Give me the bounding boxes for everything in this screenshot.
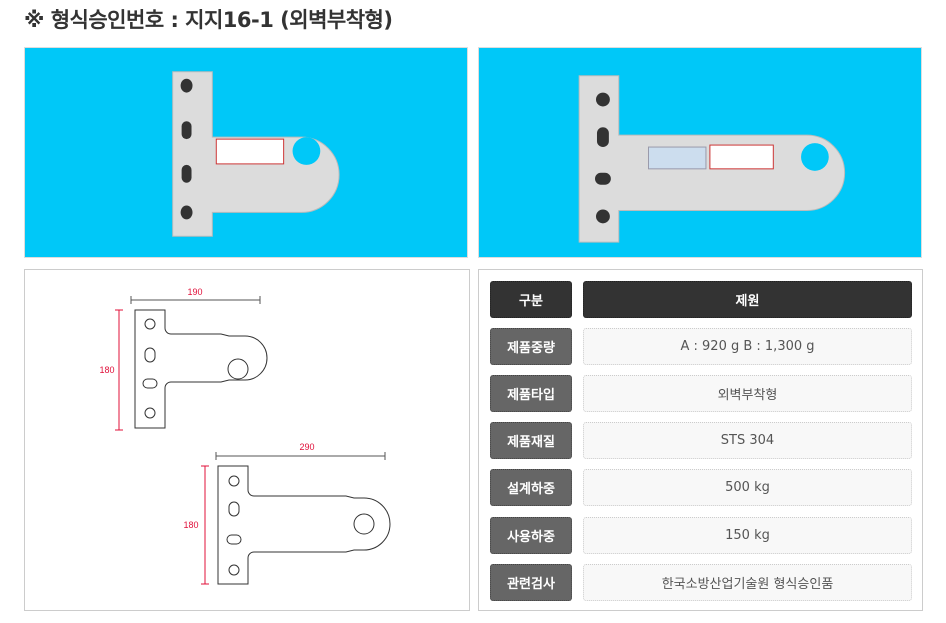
dim-a-width: 190: [187, 287, 202, 297]
spec-table: 구분 제원 제품중량 A : 920 g B : 1,300 g 제품타입 외벽부착…: [478, 269, 923, 611]
table-row: 제품타입 외벽부착형: [490, 375, 912, 412]
table-row: 제품중량 A : 920 g B : 1,300 g: [490, 328, 912, 365]
dim-b-height: 180: [183, 520, 198, 530]
row-label: 관련검사: [490, 564, 572, 601]
table-row: 사용하중 150 kg: [490, 517, 912, 554]
header-value: 제원: [583, 281, 912, 318]
row-value: 150 kg: [583, 517, 912, 554]
dimension-drawing: 190 180 290 180: [24, 269, 470, 611]
row-label: 설계하중: [490, 469, 572, 506]
row-value: 500 kg: [583, 469, 912, 506]
table-row: 제품재질 STS 304: [490, 422, 912, 459]
table-row: 설계하중 500 kg: [490, 469, 912, 506]
dim-a-height: 180: [99, 365, 114, 375]
row-value: STS 304: [583, 422, 912, 459]
dim-b-width: 290: [299, 442, 314, 452]
table-header: 구분 제원: [490, 281, 912, 318]
row-label: 제품재질: [490, 422, 572, 459]
product-photo-a: [24, 47, 468, 258]
row-value: 한국소방산업기술원 형식승인품: [583, 564, 912, 601]
row-label: 제품타입: [490, 375, 572, 412]
table-row: 관련검사 한국소방산업기술원 형식승인품: [490, 564, 912, 601]
header-label: 구분: [490, 281, 572, 318]
product-photo-b: [478, 47, 922, 258]
row-label: 제품중량: [490, 328, 572, 365]
row-label: 사용하중: [490, 517, 572, 554]
page-title: ※ 형식승인번호 : 지지16-1 (외벽부착형): [24, 8, 393, 32]
row-value: A : 920 g B : 1,300 g: [583, 328, 912, 365]
row-value: 외벽부착형: [583, 375, 912, 412]
